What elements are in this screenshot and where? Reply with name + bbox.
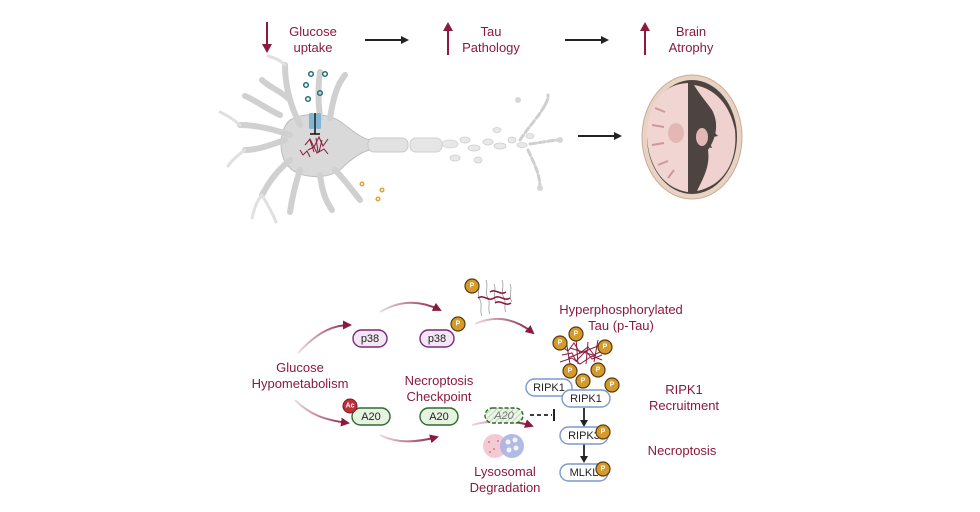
extracellular-dots-icon	[359, 181, 385, 202]
svg-text:p38: p38	[428, 333, 446, 345]
svg-text:P: P	[470, 283, 475, 290]
arrow-a20ac-to-a20	[379, 434, 439, 444]
svg-text:MLKL: MLKL	[570, 467, 599, 479]
ripk1-to-ripk3-arrow	[580, 408, 588, 427]
svg-text:P: P	[610, 382, 615, 389]
arrow-p38-to-phospho-p38	[379, 301, 442, 313]
phosphate-group-icon: P	[450, 316, 466, 332]
svg-text:p38: p38	[361, 333, 379, 345]
ripk1-pill-b: RIPK1	[561, 389, 611, 408]
neuron-illustration	[218, 54, 563, 224]
svg-text:P: P	[601, 466, 606, 473]
arrow-p38-to-ptau	[474, 318, 535, 335]
inhibition-line-icon	[530, 409, 555, 421]
atrophied-brain-icon	[641, 74, 743, 200]
phosphate-group-icon: P	[575, 373, 591, 389]
svg-text:P: P	[574, 331, 579, 338]
svg-text:A20: A20	[493, 410, 514, 422]
tau-up-arrow-icon	[443, 22, 453, 55]
glucose-molecules-icon	[302, 70, 329, 103]
a20-pill: A20	[419, 407, 459, 426]
svg-text:Ac: Ac	[346, 403, 355, 410]
svg-text:P: P	[603, 344, 608, 351]
neurofibrillary-tangle-icon	[299, 135, 329, 158]
svg-text:P: P	[456, 321, 461, 328]
necroptosis-label: Necroptosis	[647, 443, 717, 458]
svg-text:P: P	[581, 378, 586, 385]
tau-crosslinks-icon	[477, 290, 512, 305]
degraded-a20-pill: A20	[484, 407, 524, 424]
svg-text:P: P	[558, 340, 563, 347]
phospho-p38-pill: p38	[419, 329, 455, 348]
svg-text:RIPK1: RIPK1	[533, 382, 565, 394]
svg-text:P: P	[601, 429, 606, 436]
ripk3-to-mlkl-arrow	[580, 444, 588, 463]
phosphate-group-icon: P	[568, 326, 584, 342]
svg-text:P: P	[568, 368, 573, 375]
acetyl-group-icon: Ac	[342, 398, 358, 414]
glucose-down-arrow-icon	[262, 22, 272, 53]
acetylated-a20-pill: A20	[351, 407, 391, 426]
svg-text:P: P	[596, 367, 601, 374]
ptau-tangle-icon	[559, 337, 603, 365]
svg-text:A20: A20	[429, 411, 449, 423]
arrow-hypometabolism-to-p38	[297, 320, 352, 354]
lysosome-icon	[483, 434, 524, 458]
arrow-hypometabolism-to-a20	[294, 399, 350, 427]
phosphate-group-icon: P	[464, 278, 480, 294]
phosphate-group-icon: P	[604, 377, 620, 393]
glucose-transporter-icon	[309, 113, 321, 135]
phosphate-group-icon: P	[595, 461, 611, 477]
ripk1-pill-a: RIPK1	[525, 378, 573, 397]
svg-text:A20: A20	[361, 411, 381, 423]
svg-text:RIPK3: RIPK3	[568, 430, 600, 442]
phosphate-group-icon: P	[597, 339, 613, 355]
phosphate-group-icon: P	[595, 424, 611, 440]
phosphate-group-icon: P	[590, 362, 606, 378]
atrophy-up-arrow-icon	[640, 22, 650, 55]
phosphate-group-icon: P	[562, 363, 578, 379]
svg-text:RIPK1: RIPK1	[570, 393, 602, 405]
p38-pill: p38	[352, 329, 388, 348]
phosphate-group-icon: P	[552, 335, 568, 351]
